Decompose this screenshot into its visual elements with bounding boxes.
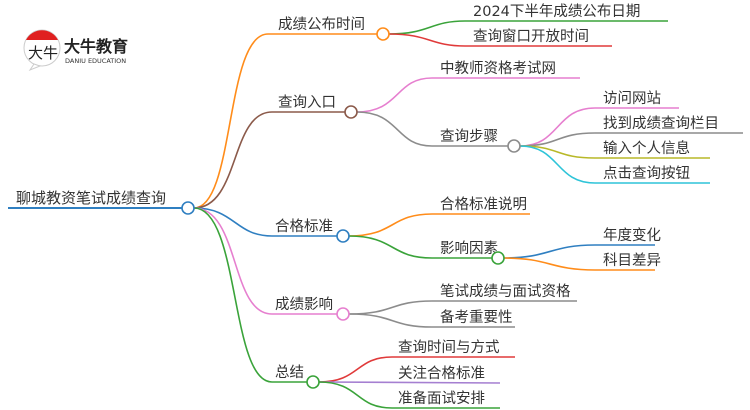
branch-label[interactable]: 成绩公布时间 [278,16,365,33]
branch-label[interactable]: 总结 [275,364,304,381]
branch-node-toggle[interactable] [376,27,390,41]
leaf-label[interactable]: 关注合格标准 [398,365,485,382]
sub-branch-node-toggle[interactable] [507,139,521,153]
leaf-label[interactable]: 合格标准说明 [440,196,527,213]
leaf-label[interactable]: 2024下半年成绩公布日期 [473,3,640,20]
logo-subtitle: DANIU EDUCATION [65,57,126,65]
connector-line [318,381,501,384]
connector-line [503,257,655,271]
leaf-label[interactable]: 年度变化 [603,227,661,244]
branch-label[interactable]: 查询入口 [278,94,336,111]
leaf-label[interactable]: 找到成绩查询栏目 [603,115,719,132]
connector-line [519,132,743,147]
connector-line [193,207,337,237]
leaf-label[interactable]: 访问网站 [603,90,661,107]
connector-line [348,213,530,237]
connector-line [193,33,377,209]
branch-node-toggle[interactable] [344,105,358,119]
sub-branch-node-toggle[interactable] [491,251,505,265]
branch-label[interactable]: 合格标准 [275,218,333,235]
leaf-label[interactable]: 中教师资格考试网 [440,60,556,77]
leaf-label[interactable]: 点击查询按钮 [603,165,690,182]
connector-line [356,77,580,113]
connector-line [318,381,500,409]
leaf-label[interactable]: 输入个人信息 [603,140,690,157]
connector-line [193,111,345,209]
logo-mark: 大牛 [28,44,58,62]
branch-label[interactable]: 成绩影响 [275,296,333,313]
connector-line [348,235,492,259]
connector-line [193,207,337,315]
connector-line [348,300,577,315]
connector-line [356,111,508,147]
connector-line [388,33,612,47]
root-topic[interactable]: 聊城教资笔试成绩查询 [16,189,166,207]
connector-line [503,244,655,259]
root-node-toggle[interactable] [181,201,195,215]
connector-line [348,313,515,328]
leaf-label[interactable]: 查询窗口开放时间 [473,27,589,45]
leaf-label[interactable]: 科目差异 [603,252,661,269]
branch-node-toggle[interactable] [336,307,350,321]
connector-line [318,356,515,383]
branch-node-toggle[interactable] [306,375,320,389]
connector-line [519,145,710,159]
leaf-label[interactable]: 准备面试安排 [398,390,485,407]
connector-line [519,107,679,147]
logo: 大牛 大牛教育 DANIU EDUCATION [23,29,128,72]
branch-node-toggle[interactable] [336,229,350,243]
leaf-label[interactable]: 查询时间与方式 [398,339,500,356]
sub-branch-label[interactable]: 查询步骤 [440,128,498,145]
logo-name: 大牛教育 [64,37,128,56]
sub-branch-label[interactable]: 影响因素 [440,240,498,257]
connector-line [388,20,668,35]
leaf-label[interactable]: 笔试成绩与面试资格 [440,283,571,300]
leaf-label[interactable]: 备考重要性 [440,309,513,326]
connector-line [193,207,307,383]
connector-line [519,145,710,184]
